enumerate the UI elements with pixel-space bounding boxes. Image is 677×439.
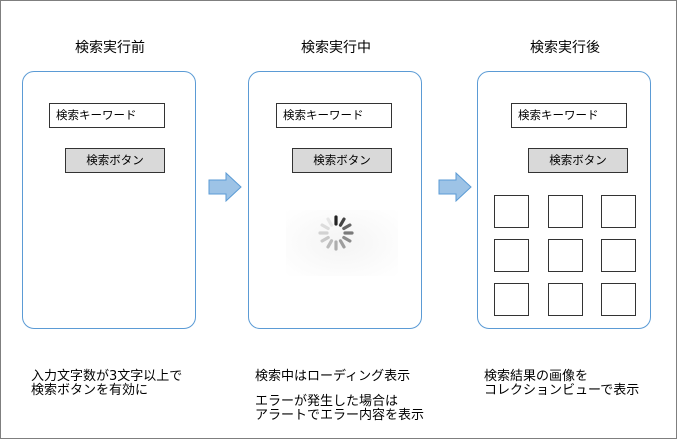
screen-title-before: 検索実行前 bbox=[75, 40, 145, 56]
result-image-cell[interactable] bbox=[601, 195, 636, 228]
search-keyword-field[interactable]: 検索キーワード bbox=[276, 103, 392, 128]
result-image-cell[interactable] bbox=[494, 239, 529, 272]
screen-title-after: 検索実行後 bbox=[530, 40, 600, 56]
search-keyword-field[interactable]: 検索キーワード bbox=[49, 103, 165, 128]
loading-spinner-icon bbox=[318, 215, 354, 251]
note-during-line-3: アラートでエラー内容を表示 bbox=[255, 408, 425, 423]
result-image-cell[interactable] bbox=[548, 239, 583, 272]
result-image-cell[interactable] bbox=[548, 283, 583, 316]
note-after-line-2: コレクションビューで表示 bbox=[484, 383, 640, 398]
result-image-cell[interactable] bbox=[494, 283, 529, 316]
result-image-cell[interactable] bbox=[601, 283, 636, 316]
screen-title-during: 検索実行中 bbox=[301, 40, 371, 56]
result-image-cell[interactable] bbox=[548, 195, 583, 228]
note-before-line-1: 入力文字数が3文字以上で bbox=[31, 369, 183, 384]
note-after-line-1: 検索結果の画像を bbox=[484, 369, 589, 384]
note-during-line-1: 検索中はローディング表示 bbox=[255, 369, 411, 384]
search-button[interactable]: 検索ボタン bbox=[65, 148, 165, 173]
result-image-cell[interactable] bbox=[601, 239, 636, 272]
note-before-line-2: 検索ボタンを有効に bbox=[31, 383, 149, 398]
result-image-cell[interactable] bbox=[494, 195, 529, 228]
search-button[interactable]: 検索ボタン bbox=[528, 148, 628, 173]
search-keyword-field[interactable]: 検索キーワード bbox=[511, 103, 627, 128]
right-arrow-icon bbox=[438, 172, 472, 202]
note-during-line-2: エラーが発生した場合は bbox=[255, 394, 399, 409]
right-arrow-icon bbox=[208, 172, 242, 202]
search-button[interactable]: 検索ボタン bbox=[292, 148, 392, 173]
